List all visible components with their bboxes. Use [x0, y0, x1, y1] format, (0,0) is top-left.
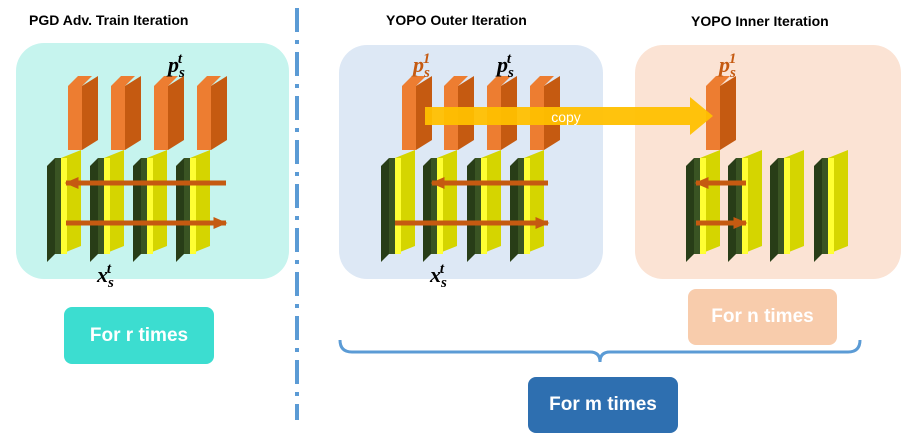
pgd-layer — [90, 150, 124, 262]
outer-param-label-first: ps1 — [411, 51, 430, 81]
copy-arrow — [425, 97, 713, 135]
yopo-inner-panel-title: YOPO Inner Iteration — [691, 13, 829, 29]
for-n-times-badge: For n times — [688, 289, 837, 345]
yopo-inner-panel — [635, 45, 901, 279]
pgd-panel-title: PGD Adv. Train Iteration — [29, 12, 189, 28]
outer-layer — [381, 150, 415, 262]
inner-param-label: ps1 — [717, 51, 736, 81]
outer-layer — [467, 150, 501, 262]
pgd-param-block — [111, 76, 141, 150]
for-r-times-badge: For r times — [64, 307, 214, 364]
inner-layer — [728, 150, 762, 262]
pgd-layer — [133, 150, 167, 262]
outer-loop-brace — [338, 339, 862, 363]
pgd-layer — [176, 150, 210, 262]
outer-param-block — [402, 76, 432, 150]
copy-arrow-label: copy — [551, 109, 581, 125]
outer-layer — [423, 150, 457, 262]
inner-layer — [686, 150, 720, 262]
inner-layer — [770, 150, 804, 262]
outer-input-label: xst — [429, 261, 447, 291]
pgd-param-block — [154, 76, 184, 150]
pgd-param-label: pst — [166, 51, 185, 81]
pgd-param-block — [197, 76, 227, 150]
pgd-param-block — [68, 76, 98, 150]
inner-param-block — [706, 76, 736, 150]
outer-layer — [510, 150, 544, 262]
pgd-input-label: xst — [96, 261, 114, 291]
for-m-times-badge: For m times — [528, 377, 678, 433]
outer-param-label-last: pst — [495, 51, 514, 81]
pgd-layer — [47, 150, 81, 262]
yopo-outer-panel-title: YOPO Outer Iteration — [386, 12, 527, 28]
inner-layer — [814, 150, 848, 262]
